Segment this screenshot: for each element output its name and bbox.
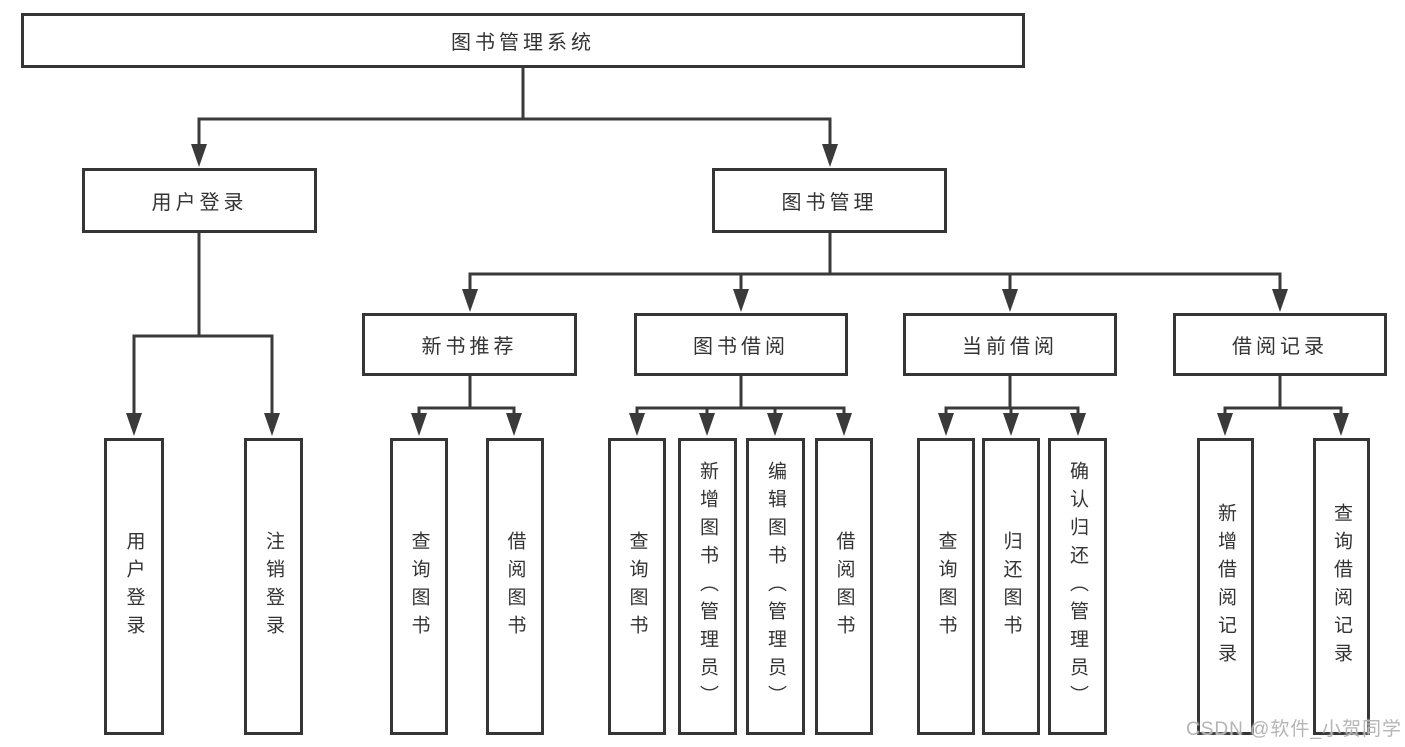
leaf-query-borrow-record: 查询借阅记录: [1313, 438, 1370, 735]
node-new-book-recommend-label: 新书推荐: [421, 336, 518, 358]
node-new-book-recommend: 新书推荐: [362, 313, 577, 376]
leaf-borrow-query-book: 查询图书: [608, 438, 666, 735]
leaf-return-book: 归还图书: [982, 438, 1040, 735]
leaf-borrow-book-label: 借阅图书: [833, 530, 855, 643]
leaf-user-login: 用户登录: [104, 438, 164, 735]
leaf-logout-label: 注销登录: [263, 530, 284, 643]
node-current-borrow-label: 当前借阅: [962, 336, 1058, 358]
csdn-watermark: CSDN @软件_小贺同学: [1186, 719, 1402, 740]
leaf-add-book-admin-label: 新增图书（管理员）: [697, 460, 718, 713]
leaf-recommend-query-book-label: 查询图书: [408, 530, 430, 643]
leaf-add-borrow-record: 新增借阅记录: [1197, 438, 1254, 735]
node-user-login-group: 用户登录: [82, 168, 317, 233]
leaf-confirm-return-admin: 确认归还（管理员）: [1048, 438, 1107, 735]
leaf-add-book-admin: 新增图书（管理员）: [678, 438, 737, 735]
leaf-confirm-return-admin-label: 确认归还（管理员）: [1067, 460, 1088, 713]
leaf-recommend-borrow-book: 借阅图书: [486, 438, 544, 735]
leaf-borrow-book: 借阅图书: [815, 438, 873, 735]
node-book-borrow: 图书借阅: [634, 313, 848, 376]
node-root-system: 图书管理系统: [21, 13, 1025, 68]
node-current-borrow: 当前借阅: [903, 313, 1117, 376]
node-borrow-records-label: 借阅记录: [1232, 336, 1328, 358]
node-book-management-label: 图书管理: [781, 192, 878, 214]
node-book-borrow-label: 图书借阅: [693, 336, 789, 358]
leaf-recommend-query-book: 查询图书: [390, 438, 448, 735]
node-borrow-records: 借阅记录: [1173, 313, 1387, 376]
node-book-management: 图书管理: [712, 168, 947, 233]
leaf-return-book-label: 归还图书: [1000, 530, 1022, 643]
node-root-label: 图书管理系统: [451, 32, 595, 54]
leaf-add-borrow-record-label: 新增借阅记录: [1215, 502, 1236, 671]
leaf-logout: 注销登录: [244, 438, 303, 735]
leaf-current-query-book-label: 查询图书: [935, 530, 957, 643]
leaf-borrow-query-book-label: 查询图书: [626, 530, 648, 643]
leaf-query-borrow-record-label: 查询借阅记录: [1331, 502, 1352, 671]
leaf-current-query-book: 查询图书: [917, 438, 975, 735]
leaf-recommend-borrow-book-label: 借阅图书: [504, 530, 526, 643]
leaf-edit-book-admin-label: 编辑图书（管理员）: [765, 460, 786, 713]
leaf-edit-book-admin: 编辑图书（管理员）: [746, 438, 805, 735]
node-user-login-group-label: 用户登录: [151, 192, 248, 214]
leaf-user-login-label: 用户登录: [123, 530, 145, 643]
